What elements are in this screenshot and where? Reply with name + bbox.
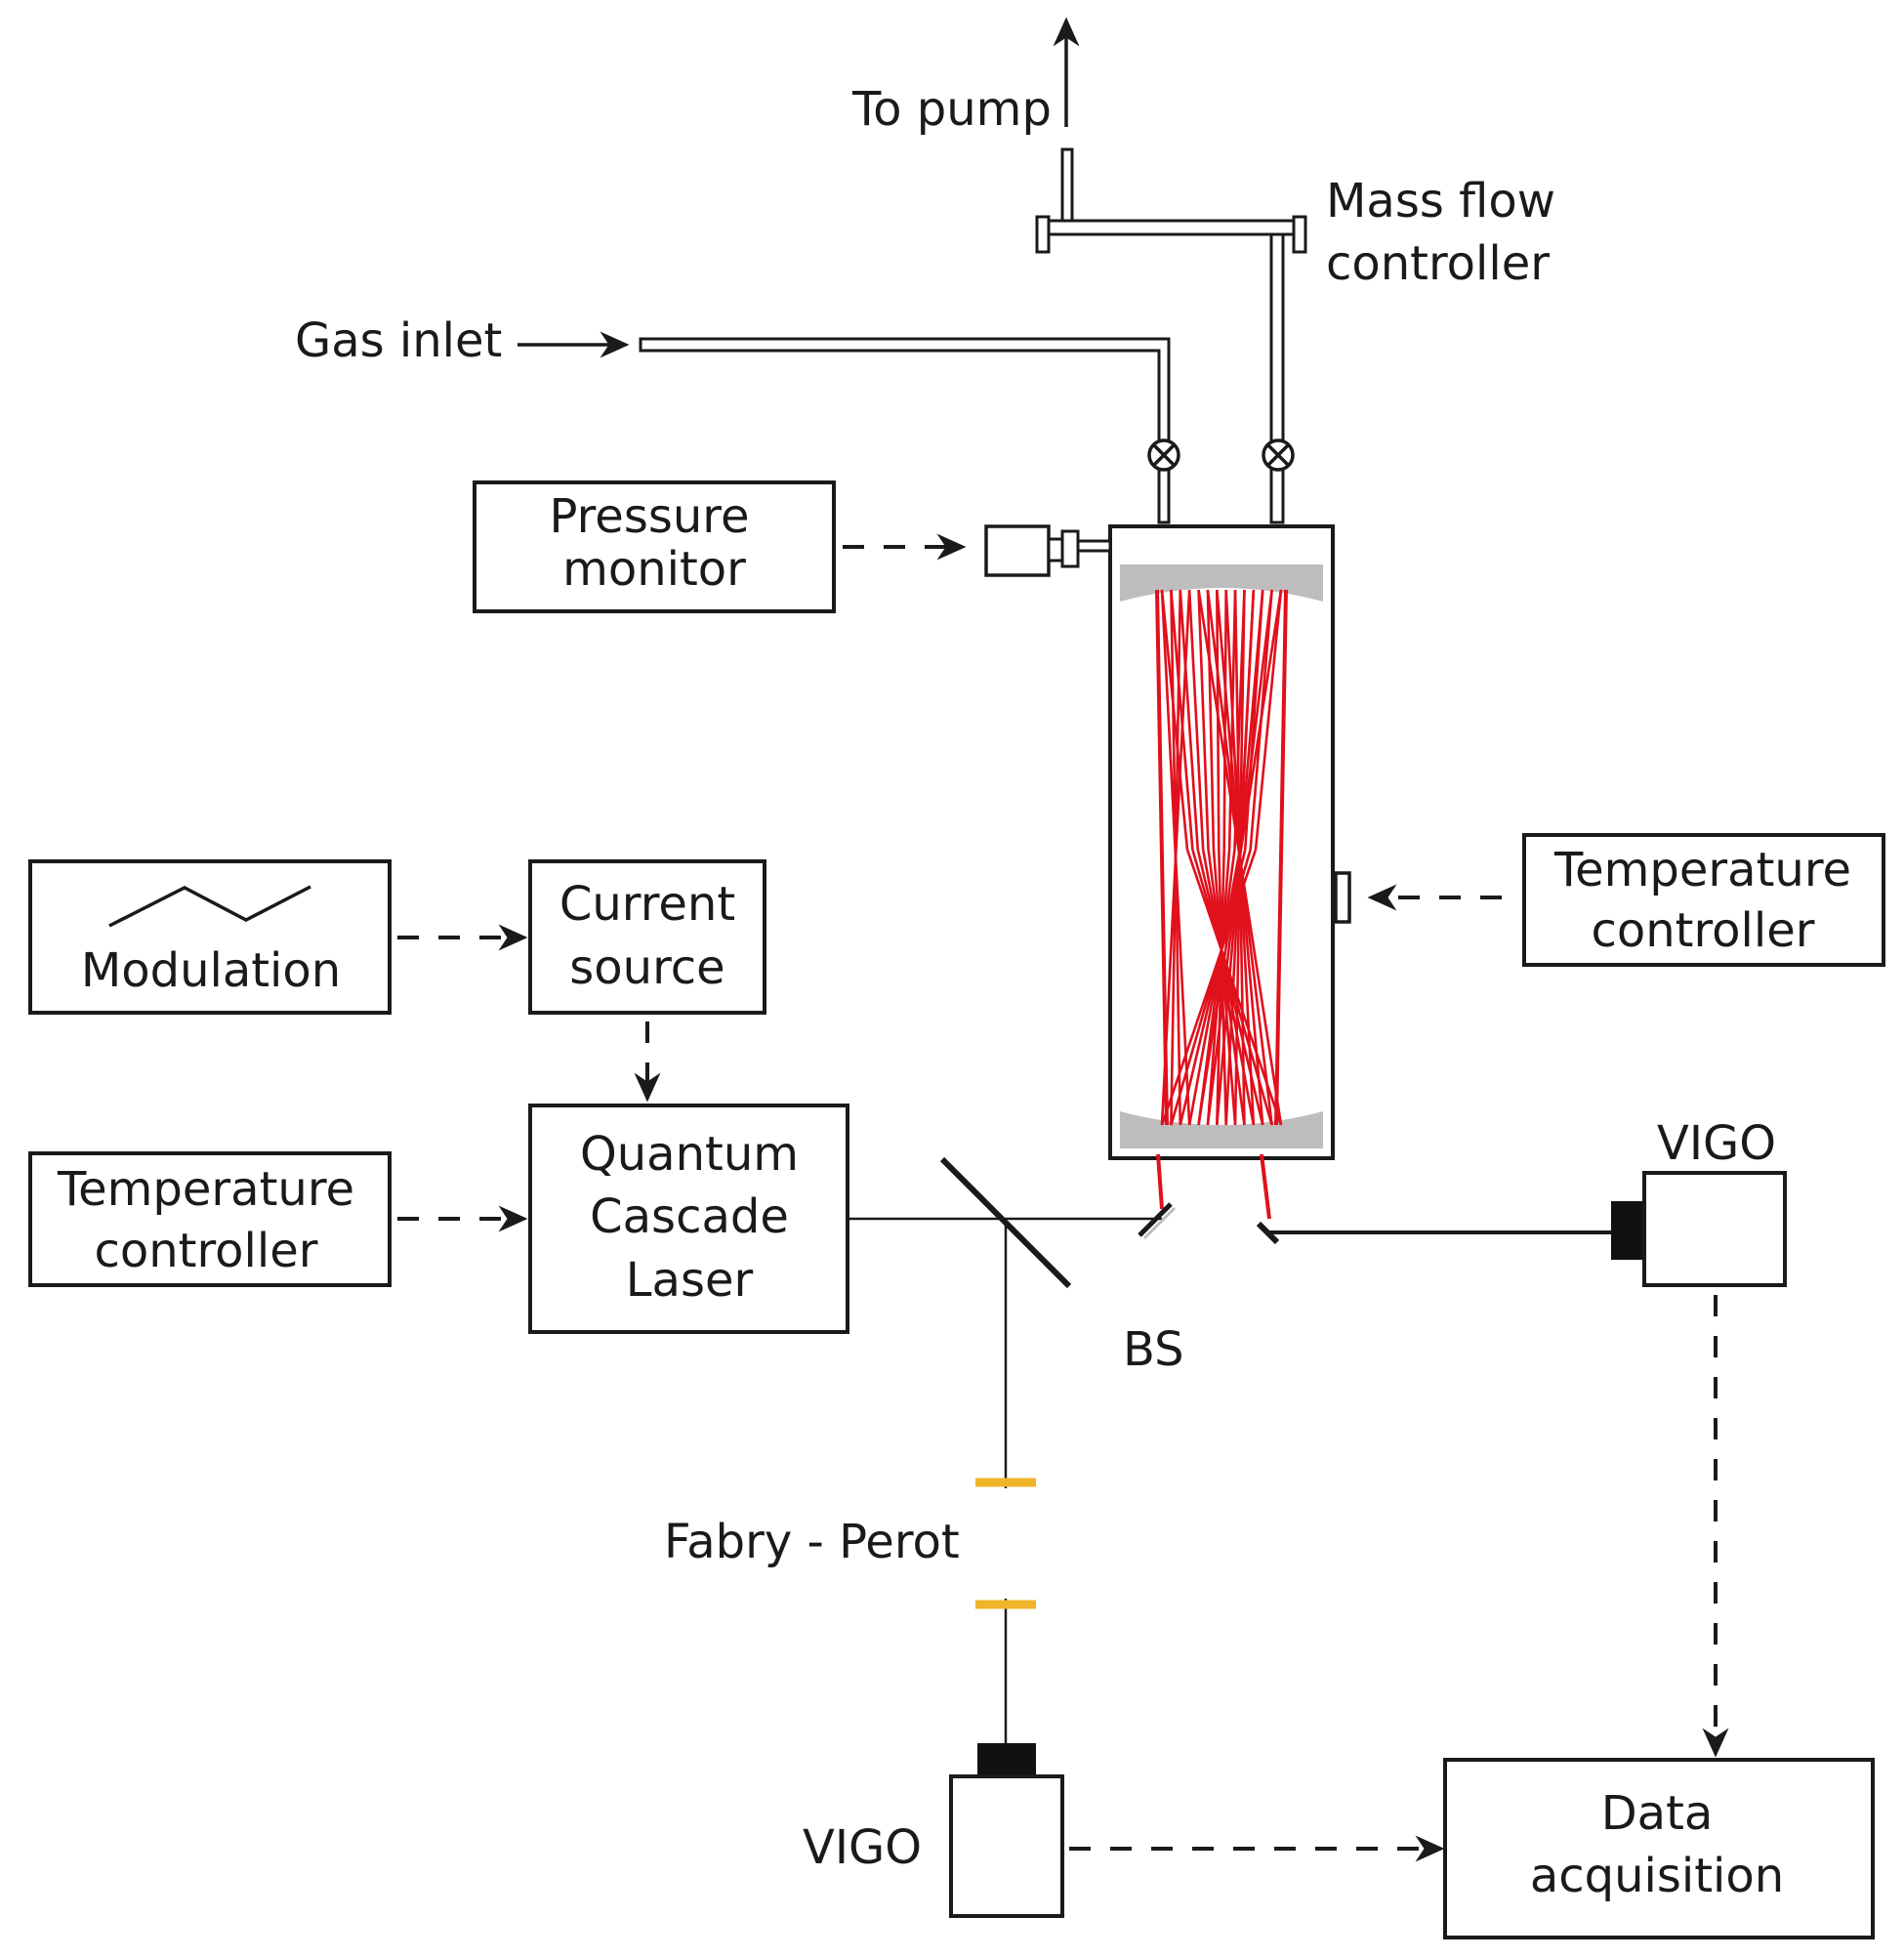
gas-inlet-label: Gas inlet [295,313,502,368]
laser-beam-segment [1218,849,1227,1126]
laser-beam-segment [1179,589,1200,851]
vigo-top-detector [1611,1171,1787,1287]
current-source-box: Current source [528,859,766,1015]
pressure-gauge [984,524,1112,577]
data-acquisition-line-2: acquisition [1530,1849,1784,1903]
laser-beam-envelope [1274,589,1288,1126]
cell-input-output-beams [1156,1153,1271,1220]
temperature-controller-left-line-1: Temperature [57,1162,354,1217]
qcl-line-1: Quantum [580,1127,799,1182]
triangle-wave-icon [108,885,311,928]
laser-beam-segment [1197,589,1210,851]
laser-beam-segment [1207,849,1246,1126]
pressure-monitor-line-1: Pressure [550,489,750,544]
gas-inlet-tubing [639,337,1171,524]
pressure-monitor-line-2: monitor [562,542,746,597]
laser-beam-segment [1187,589,1205,851]
temperature-controller-right-line-1: Temperature [1553,843,1851,897]
input-steering-mirror [1138,1202,1177,1240]
laser-beam-segment [1227,589,1237,851]
quantum-cascade-laser-box: Quantum Cascade Laser [528,1104,849,1334]
outlet-valve-icon [1262,438,1295,472]
laser-beam-segment [1238,589,1256,851]
laser-beam-segment [1187,849,1242,1126]
pressure-monitor-box: Pressure monitor [473,480,836,613]
temperature-controller-left-line-2: controller [95,1224,318,1278]
modulation-label: Modulation [81,943,341,998]
mass-flow-controller-line-2: controller [1326,236,1550,291]
laser-beam-segment [1222,589,1227,851]
vigo-bottom-detector [949,1743,1064,1918]
mass-flow-controller-label: Mass flow controller [1326,174,1555,291]
fabry-perot-etalon [975,1478,1036,1609]
laser-beam-segment [1249,589,1273,851]
bottom-mirror [1120,1111,1323,1148]
qcl-line-3: Laser [626,1253,754,1308]
laser-beam-segment [1254,589,1283,851]
laser-beam-pattern [1155,589,1288,1126]
top-mirror [1120,564,1323,602]
current-source-line-1: Current [559,877,735,932]
data-acquisition-box: Data acquisition [1443,1758,1875,1939]
output-steering-mirror [1256,1221,1280,1245]
vigo-bottom-label: VIGO [803,1820,922,1875]
current-source-line-2: source [569,940,724,995]
temperature-controller-left-box: Temperature controller [28,1151,392,1287]
laser-beam-segment [1233,589,1246,1126]
to-pump-label: To pump [851,82,1052,137]
cell-heater-pad [1334,871,1351,924]
beam-splitter-label: BS [1123,1322,1184,1377]
mass-flow-controller-line-1: Mass flow [1326,174,1555,229]
qcl-line-2: Cascade [590,1189,789,1244]
fabry-perot-label: Fabry - Perot [664,1515,960,1569]
laser-beam-envelope [1155,589,1169,1126]
data-acquisition-line-1: Data [1601,1786,1714,1841]
temperature-controller-right-box: Temperature controller [1522,833,1885,967]
multipass-cell [1108,524,1335,1160]
vigo-top-label: VIGO [1657,1116,1776,1171]
modulation-box: Modulation [28,859,392,1015]
laser-beam-segment [1170,849,1252,1126]
inlet-valve-icon [1147,438,1180,472]
laser-beam-segment [1206,589,1216,851]
beam-splitter [939,1156,1072,1289]
temperature-controller-right-line-2: controller [1592,903,1815,958]
laser-beam-segment [1160,589,1189,851]
